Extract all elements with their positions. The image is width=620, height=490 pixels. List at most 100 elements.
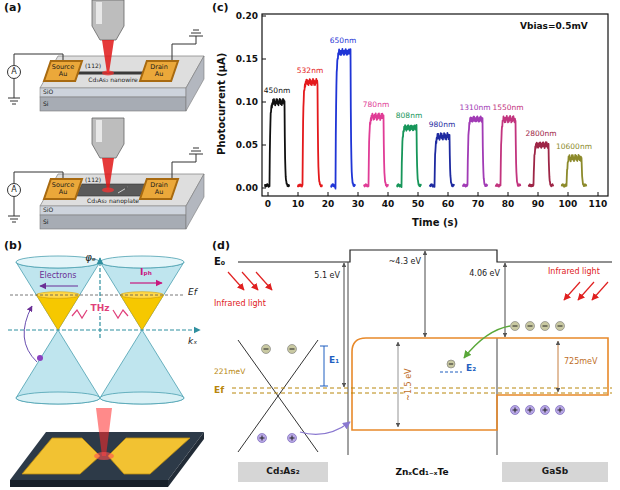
photocurrent-trace [265, 99, 290, 187]
axis-tick [358, 192, 359, 196]
annotation: Electrons [40, 271, 77, 280]
wavelength-label: 10600nm [556, 143, 592, 152]
node-text: Au [59, 71, 68, 78]
gap-arrow [558, 341, 559, 392]
photocurrent-trace [529, 142, 554, 186]
ground-symbol [189, 148, 203, 154]
axis-tick-label: 10 [292, 199, 305, 209]
crystal-plane-label: (112) [85, 63, 101, 70]
axis-tick [388, 192, 389, 196]
hole [258, 434, 267, 443]
hole [541, 406, 550, 415]
affinity-arrow [425, 251, 426, 337]
layer-label: SiO [43, 89, 53, 96]
ground-wire [14, 197, 15, 216]
energy-label: E₁ [329, 355, 339, 365]
node-text: Source [52, 64, 74, 71]
substrate-top [40, 56, 204, 88]
ground-wire [172, 154, 196, 179]
axis-tick [262, 188, 266, 189]
source-electrode: SourceAu [44, 179, 82, 199]
plus-sign [543, 408, 548, 413]
filled-states [120, 295, 163, 330]
axis-tick-label: 80 [502, 199, 515, 209]
work-function-arrow [344, 263, 345, 387]
dirac-cone [238, 340, 318, 452]
photocurrent-plot [262, 16, 598, 196]
energy-label: E₀ [214, 256, 225, 268]
si-layer [40, 97, 186, 111]
plus-sign [528, 408, 533, 413]
minus-sign [290, 349, 295, 350]
axis-tick-label: 100 [559, 199, 578, 209]
axis-tick [568, 192, 569, 196]
axis-tick [508, 192, 509, 196]
node-text: Drain [150, 64, 168, 71]
axis-tick-label: 60 [442, 199, 455, 209]
filled-states [36, 295, 79, 330]
axis-tick [262, 59, 266, 60]
crystal-plane-label: (112) [85, 177, 101, 184]
drain-electrode: DrainAu [140, 179, 178, 199]
axis-tick-label: 110 [589, 199, 608, 209]
thz-wave [113, 310, 128, 318]
ground-symbol [8, 98, 20, 104]
photocurrent-trace [331, 49, 355, 189]
axis-tick [262, 102, 266, 103]
node-text: Cd₃As₂ [266, 467, 299, 476]
band-diagram [228, 250, 612, 455]
node-text: Au [59, 189, 68, 196]
laser-spot [102, 188, 114, 193]
axis-tick [478, 192, 479, 196]
momentum-axis [8, 329, 200, 330]
minus-sign [558, 326, 563, 327]
device-substrate [10, 480, 168, 487]
node-text: Source [52, 182, 74, 189]
cone-rim [100, 256, 184, 268]
photocurrent-trace [397, 125, 421, 187]
transfer-arrow [464, 326, 510, 358]
energy-label: ~1.5 eV [403, 368, 412, 402]
electron-arrow [40, 285, 78, 286]
axis-tick-label: 70 [472, 199, 485, 209]
electrode-pad [140, 61, 178, 81]
gap-arrow [398, 342, 399, 427]
defect-level [440, 371, 462, 372]
axis-tick-label: 0.05 [236, 140, 258, 150]
axis-tick-label: 40 [382, 199, 395, 209]
lens-highlight [96, 120, 102, 142]
electron [556, 322, 565, 331]
material-box: GaSb [502, 462, 608, 482]
wavelength-label: 2800nm [525, 130, 556, 139]
photocurrent-trace [430, 133, 454, 187]
light-arrow [228, 272, 244, 290]
node-text: Au [155, 71, 164, 78]
light-arrow [242, 272, 258, 290]
layer-label: Si [43, 101, 48, 108]
panel-letter: (b) [4, 240, 22, 253]
axis-tick [262, 145, 266, 146]
material-label: Cd₃As₂ nanoplate [87, 198, 139, 205]
electrode-pad [44, 61, 82, 81]
electron [262, 345, 271, 354]
thz-wave [72, 310, 87, 318]
light-arrow [564, 282, 580, 300]
material-box: Cd₃As₂ [238, 462, 328, 482]
affinity-arrow [505, 263, 506, 337]
wavelength-label: 1550nm [492, 104, 523, 113]
si-layer [40, 215, 186, 229]
annotation: Infrared light [214, 299, 266, 308]
interface-line [348, 262, 349, 455]
ground-wire [172, 36, 196, 61]
energy-label: 221meV [214, 368, 245, 377]
plus-sign [513, 408, 518, 413]
light-arrow [592, 282, 608, 300]
plus-sign [290, 436, 295, 441]
ammeter-symbol: A [7, 65, 21, 79]
substrate-top [40, 174, 204, 206]
axis-label: Photocurrent (μA) [216, 53, 228, 155]
photocurrent-trace [562, 155, 587, 187]
energy-label: 4.06 eV [469, 269, 500, 278]
wavelength-label: 780nm [363, 101, 389, 110]
laser-beam [96, 408, 112, 456]
